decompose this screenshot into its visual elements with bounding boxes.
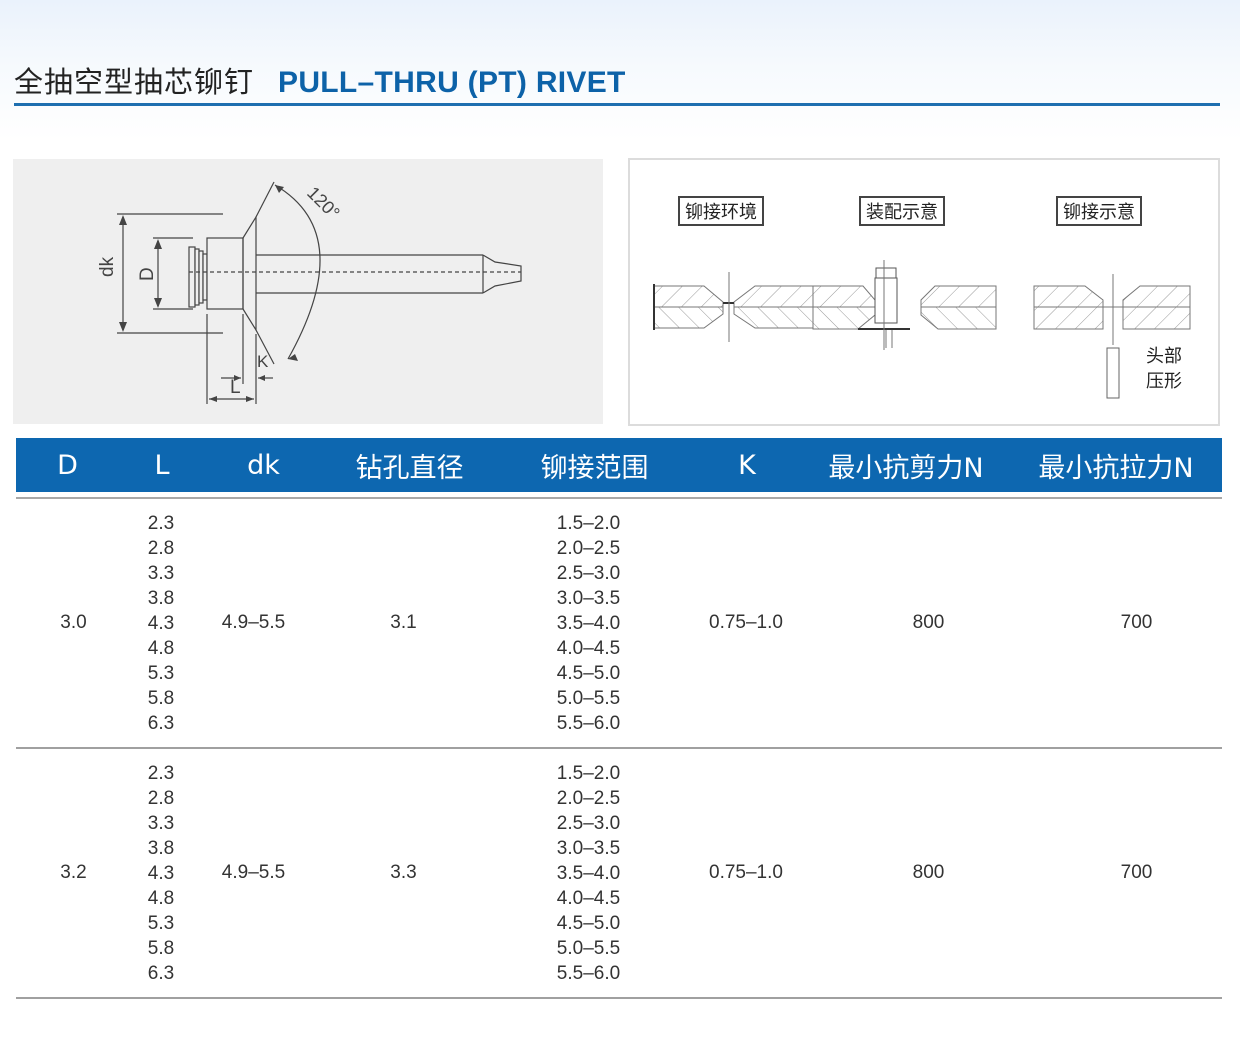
l-label: L [230, 377, 241, 398]
l-value: 5.8 [147, 687, 175, 709]
cell-drill-diameter: 3.1 [390, 612, 417, 633]
cell-grip-list: 1.5–2.0 2.0–2.5 2.5–3.0 3.0–3.5 3.5–4.0 … [491, 761, 686, 986]
grip-value: 2.0–2.5 [556, 537, 621, 559]
rivet-dimension-diagram: dk D K L 120° [13, 159, 603, 424]
cell-k: 0.75–1.0 [709, 612, 783, 633]
cell-l-list: 2.3 2.8 3.3 3.8 4.3 4.8 5.3 5.8 6.3 [131, 511, 191, 736]
cell-dk: 4.9–5.5 [221, 612, 286, 633]
l-value: 2.8 [147, 787, 175, 809]
column-header-k: K [738, 449, 756, 481]
head-forming-note: 头部 压形 [1146, 344, 1182, 394]
grip-value: 1.5–2.0 [556, 512, 621, 534]
column-header-l: L [154, 449, 170, 481]
note-line-2: 压形 [1146, 371, 1182, 392]
l-value: 2.8 [147, 537, 175, 559]
grip-value: 4.0–4.5 [556, 637, 621, 659]
grip-value: 4.5–5.0 [556, 662, 621, 684]
grip-value: 5.5–6.0 [556, 712, 621, 734]
l-value: 2.3 [147, 762, 175, 784]
step-label-environment: 铆接环境 [678, 196, 764, 226]
grip-value: 3.0–3.5 [556, 837, 621, 859]
column-header-grip-range: 铆接范围 [540, 452, 649, 484]
page-title-english: PULL–THRU (PT) RIVET [278, 66, 626, 99]
grip-value: 2.5–3.0 [556, 812, 621, 834]
cell-drill-diameter: 3.3 [390, 862, 417, 883]
page-title-bar: 全抽空型抽芯铆钉 PULL–THRU (PT) RIVET [14, 62, 1220, 106]
grip-value: 3.5–4.0 [556, 862, 621, 884]
table-row: 3.2 2.3 2.8 3.3 3.8 4.3 4.8 5.3 5.8 6.3 … [16, 749, 1222, 999]
column-header-drill-diameter: 钻孔直径 [355, 452, 464, 484]
process-drawing-icon [653, 260, 1191, 399]
column-header-d: D [57, 449, 78, 481]
grip-value: 4.5–5.0 [556, 912, 621, 934]
column-header-min-tensile: 最小抗拉力N [1038, 452, 1194, 484]
l-value: 4.3 [147, 612, 175, 634]
table-row: 3.0 2.3 2.8 3.3 3.8 4.3 4.8 5.3 5.8 6.3 … [16, 499, 1222, 749]
cell-d: 3.0 [60, 612, 87, 633]
grip-value: 1.5–2.0 [556, 762, 621, 784]
cell-min-tensile: 700 [1120, 862, 1153, 883]
grip-value: 2.0–2.5 [556, 787, 621, 809]
grip-value: 4.0–4.5 [556, 887, 621, 909]
grip-value: 3.5–4.0 [556, 612, 621, 634]
cell-d: 3.2 [60, 862, 87, 883]
l-value: 3.3 [147, 812, 175, 834]
cell-min-shear: 800 [912, 612, 945, 633]
cell-l-list: 2.3 2.8 3.3 3.8 4.3 4.8 5.3 5.8 6.3 [131, 761, 191, 986]
l-value: 3.8 [147, 587, 175, 609]
note-line-1: 头部 [1146, 346, 1182, 367]
cell-grip-list: 1.5–2.0 2.0–2.5 2.5–3.0 3.0–3.5 3.5–4.0 … [491, 511, 686, 736]
l-value: 3.3 [147, 562, 175, 584]
rivet-drawing-icon: dk D K L 120° [97, 181, 522, 404]
l-value: 4.8 [147, 637, 175, 659]
l-value: 5.8 [147, 937, 175, 959]
l-value: 4.8 [147, 887, 175, 909]
cell-dk: 4.9–5.5 [221, 862, 286, 883]
table-header: D L dk 钻孔直径 铆接范围 K 最小抗剪力N 最小抗拉力N [16, 438, 1222, 492]
k-label: K [257, 352, 269, 371]
cell-min-shear: 800 [912, 862, 945, 883]
grip-value: 3.0–3.5 [556, 587, 621, 609]
l-value: 4.3 [147, 862, 175, 884]
step-label-riveting: 铆接示意 [1056, 196, 1142, 226]
cell-k: 0.75–1.0 [709, 862, 783, 883]
header-divider [16, 497, 1222, 499]
l-value: 6.3 [147, 962, 175, 984]
step-label-assembly: 装配示意 [859, 196, 945, 226]
l-value: 3.8 [147, 837, 175, 859]
column-header-min-shear: 最小抗剪力N [828, 452, 984, 484]
d-label: D [137, 267, 158, 281]
column-header-dk: dk [247, 449, 280, 481]
page-title-chinese: 全抽空型抽芯铆钉 [14, 65, 255, 99]
grip-value: 5.0–5.5 [556, 687, 621, 709]
l-value: 5.3 [147, 662, 175, 684]
dk-label: dk [97, 256, 118, 277]
cell-min-tensile: 700 [1120, 612, 1153, 633]
riveting-process-diagram: 铆接环境 装配示意 铆接示意 [628, 158, 1220, 426]
grip-value: 5.0–5.5 [556, 937, 621, 959]
l-value: 5.3 [147, 912, 175, 934]
grip-value: 5.5–6.0 [556, 962, 621, 984]
l-value: 2.3 [147, 512, 175, 534]
grip-value: 2.5–3.0 [556, 562, 621, 584]
spec-table: D L dk 钻孔直径 铆接范围 K 最小抗剪力N 最小抗拉力N 3.0 2.3… [16, 438, 1222, 999]
table-body: 3.0 2.3 2.8 3.3 3.8 4.3 4.8 5.3 5.8 6.3 … [16, 499, 1222, 999]
l-value: 6.3 [147, 712, 175, 734]
